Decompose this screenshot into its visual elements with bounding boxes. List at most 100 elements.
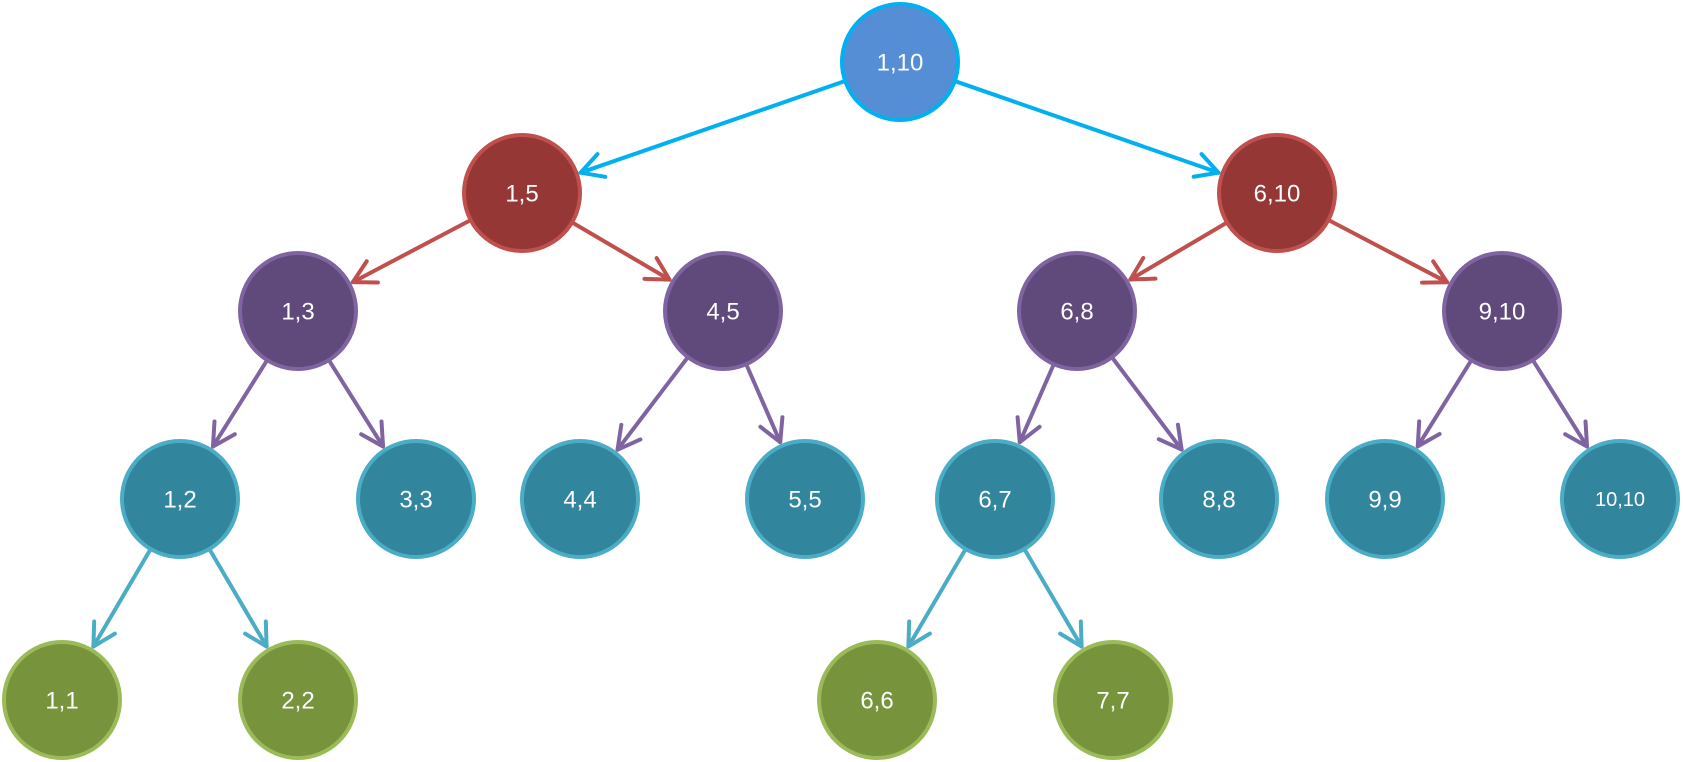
edge-line (1328, 218, 1450, 285)
node-circle (120, 439, 240, 559)
edge-line (1128, 221, 1228, 282)
arrowhead-icon (210, 419, 237, 449)
tree-node-n3_3: 3,3 (356, 439, 476, 559)
edge-n6_8-to-n6_7 (1015, 363, 1056, 445)
node-circle (745, 439, 865, 559)
node-circle (935, 439, 1055, 559)
edge-n1_3-to-n1_2 (210, 359, 269, 449)
node-circle (1159, 439, 1279, 559)
node-label: 1,1 (45, 688, 78, 715)
arrowhead-icon (359, 419, 386, 449)
node-label: 1,5 (505, 181, 538, 208)
edge-n6_10-to-n6_8 (1128, 221, 1228, 282)
arrowhead-icon (243, 619, 269, 649)
node-label: 8,8 (1202, 487, 1235, 514)
edge-n1_5-to-n1_3 (350, 218, 471, 285)
edge-line (1415, 359, 1473, 449)
edge-line (954, 79, 1221, 175)
node-circle (1053, 640, 1173, 760)
node-circle (356, 439, 476, 559)
edge-n4_5-to-n4_4 (615, 356, 689, 452)
arrowhead-icon (615, 422, 643, 452)
edge-n9_10-to-n10_10 (1531, 359, 1590, 449)
arrowhead-icon (1420, 259, 1450, 285)
tree-node-n5_5: 5,5 (745, 439, 865, 559)
edge-n9_10-to-n9_9 (1415, 359, 1473, 449)
node-label: 1,2 (163, 487, 196, 514)
edge-n1_3-to-n3_3 (327, 359, 386, 449)
tree-node-n1_2: 1,2 (120, 439, 240, 559)
node-label: 9,10 (1479, 299, 1526, 326)
node-circle (1325, 439, 1445, 559)
edge-n1_5-to-n4_5 (571, 221, 672, 282)
node-circle (2, 640, 122, 760)
edge-n1_10-to-n1_5 (578, 79, 846, 179)
node-label: 3,3 (399, 487, 432, 514)
node-label: 6,6 (860, 688, 893, 715)
tree-node-n7_7: 7,7 (1053, 640, 1173, 760)
edge-n1_2-to-n1_1 (91, 548, 152, 649)
edge-line (1531, 359, 1590, 449)
arrowhead-icon (758, 415, 785, 445)
node-circle (238, 640, 358, 760)
node-circle (817, 640, 937, 760)
node-circle (663, 251, 783, 371)
node-label: 5,5 (788, 487, 821, 514)
arrowhead-icon (906, 619, 932, 649)
edge-n6_8-to-n8_8 (1111, 356, 1184, 452)
tree-node-n4_5: 4,5 (663, 251, 783, 371)
node-label: 4,4 (563, 487, 596, 514)
node-label: 9,9 (1368, 487, 1401, 514)
edge-line (350, 218, 471, 285)
edge-line (210, 359, 269, 449)
edge-line (906, 548, 967, 649)
edge-n6_10-to-n9_10 (1328, 218, 1450, 285)
node-circle (462, 133, 582, 253)
tree-node-n9_9: 9,9 (1325, 439, 1445, 559)
edge-n6_7-to-n7_7 (1023, 548, 1084, 649)
node-label: 1,10 (877, 50, 924, 77)
tree-node-n1_1: 1,1 (2, 640, 122, 760)
arrowhead-icon (1415, 419, 1442, 449)
tree-node-n1_3: 1,3 (238, 251, 358, 371)
edge-n1_2-to-n2_2 (208, 548, 269, 649)
tree-node-n2_2: 2,2 (238, 640, 358, 760)
tree-node-n8_8: 8,8 (1159, 439, 1279, 559)
tree-node-n10_10: 10,10 (1560, 439, 1680, 559)
edge-line (91, 548, 152, 649)
tree-node-n6_6: 6,6 (817, 640, 937, 760)
node-label: 7,7 (1096, 688, 1129, 715)
tree-edges (91, 79, 1590, 649)
arrowhead-icon (642, 256, 672, 282)
node-circle (238, 251, 358, 371)
edge-line (1017, 363, 1056, 445)
node-circle (1217, 133, 1337, 253)
tree-node-n6_8: 6,8 (1017, 251, 1137, 371)
node-circle (840, 2, 960, 122)
edge-n1_10-to-n6_10 (954, 79, 1221, 179)
edge-line (571, 221, 672, 282)
tree-node-n1_10: 1,10 (840, 2, 960, 122)
arrowhead-icon (350, 259, 380, 285)
node-circle (1017, 251, 1137, 371)
node-label: 6,7 (978, 487, 1011, 514)
tree-node-n6_7: 6,7 (935, 439, 1055, 559)
edge-line (615, 356, 689, 452)
tree-node-n6_10: 6,10 (1217, 133, 1337, 253)
edge-line (327, 359, 386, 449)
tree-node-n1_5: 1,5 (462, 133, 582, 253)
arrowhead-icon (91, 619, 117, 649)
arrowhead-icon (1563, 419, 1590, 449)
arrowhead-icon (1191, 152, 1221, 179)
tree-node-n9_10: 9,10 (1442, 251, 1562, 371)
arrowhead-icon (578, 152, 608, 179)
node-label: 1,3 (281, 299, 314, 326)
node-label: 2,2 (281, 688, 314, 715)
arrowhead-icon (1128, 255, 1158, 282)
node-circle (1442, 251, 1562, 371)
node-label: 6,8 (1060, 299, 1093, 326)
node-label: 10,10 (1595, 489, 1645, 511)
node-circle (520, 439, 640, 559)
